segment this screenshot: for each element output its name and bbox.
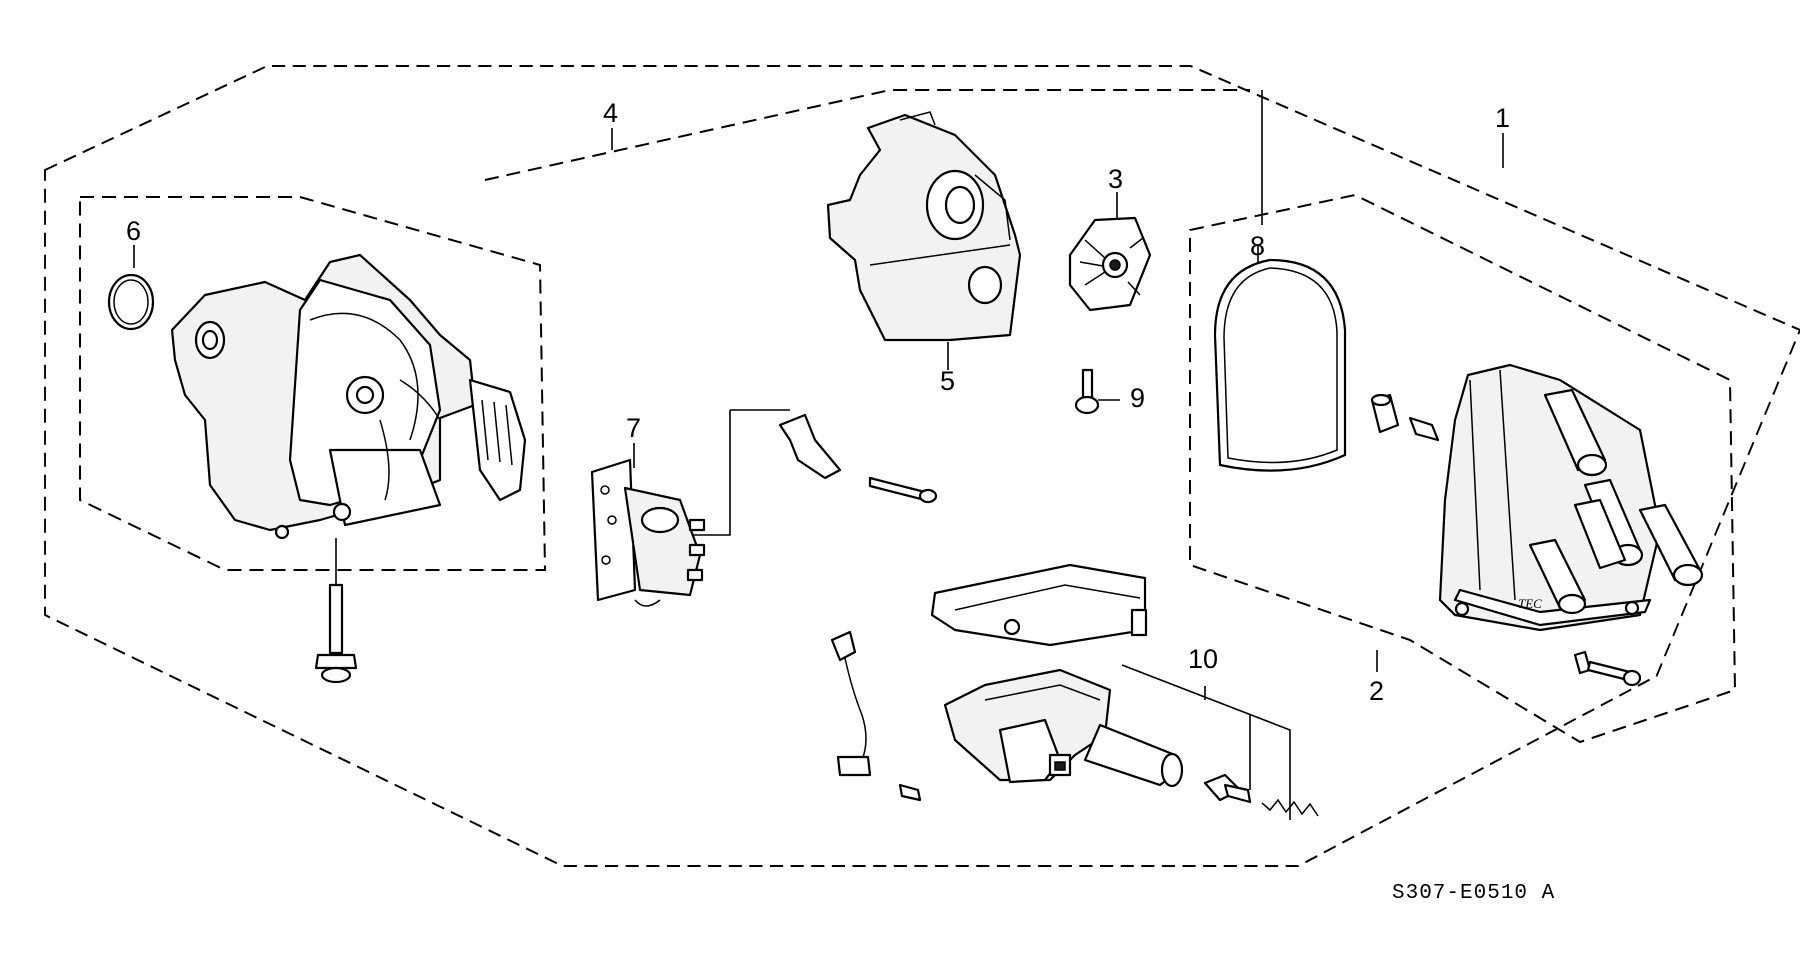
igniter-unit — [590, 458, 706, 607]
cap-screw-small — [1370, 393, 1440, 442]
ground-wire — [830, 630, 922, 802]
housing-bolt — [314, 538, 358, 684]
ignition-coil — [943, 668, 1184, 788]
callout-1: 1 — [1495, 103, 1510, 133]
coil-spring — [1261, 798, 1319, 817]
callout-3: 3 — [1108, 164, 1123, 194]
callout-8: 8 — [1250, 231, 1265, 261]
outline-cap-group-2 — [1189, 193, 1737, 744]
rotor-screw — [1074, 368, 1100, 415]
cap-bolt — [1573, 650, 1642, 687]
outline-group-4 — [484, 89, 1250, 181]
diagram-code: S307-E0510 A — [1392, 882, 1555, 905]
leader-lines — [133, 90, 1504, 820]
rotor-shield-cover — [826, 111, 1022, 342]
outline-housing-group — [79, 196, 547, 571]
cap-marking: TEC — [1518, 596, 1542, 611]
callout-2: 2 — [1369, 676, 1384, 706]
callout-4: 4 — [603, 98, 618, 128]
callout-labels: 1 2 3 4 5 6 7 8 9 10 — [126, 98, 1510, 706]
pickup-bracket — [778, 413, 938, 504]
callout-9: 9 — [1130, 383, 1145, 413]
outline-assembly-1 — [44, 65, 1800, 867]
callout-6: 6 — [126, 216, 141, 246]
o-ring — [107, 273, 155, 331]
cap-gasket — [1213, 258, 1347, 472]
coil-cover — [930, 563, 1148, 647]
callout-10: 10 — [1188, 644, 1218, 674]
callout-5: 5 — [940, 366, 955, 396]
rotor — [1068, 216, 1152, 312]
coil-screw — [1203, 773, 1252, 804]
distributor-housing — [170, 253, 527, 540]
distributor-cap: TEC — [1438, 363, 1704, 632]
callout-7: 7 — [626, 413, 641, 443]
